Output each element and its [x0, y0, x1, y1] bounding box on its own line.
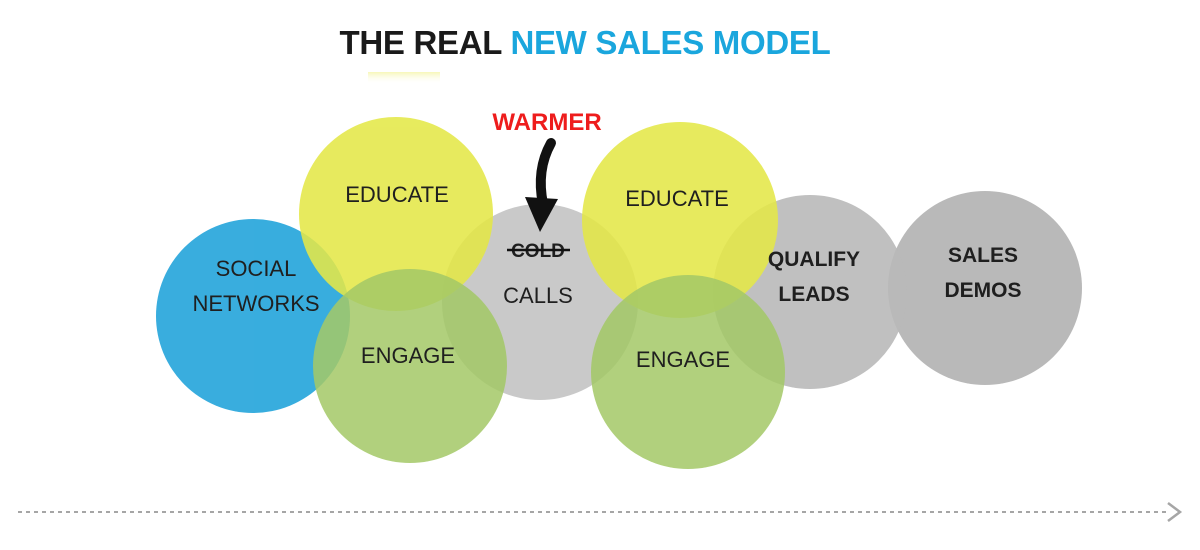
- label-educate-right: EDUCATE: [625, 186, 729, 211]
- circle-educate-left: [299, 117, 493, 311]
- circle-social-networks: [156, 219, 350, 413]
- label-leads: LEADS: [778, 283, 849, 306]
- label-cold-struck: COLD: [511, 241, 565, 262]
- label-engage-left: ENGAGE: [361, 343, 455, 368]
- title-highlight: [368, 72, 440, 84]
- page-title: THE REAL NEW SALES MODEL: [0, 24, 1170, 62]
- title-lead: THE REAL: [339, 24, 502, 61]
- label-engage-right: ENGAGE: [636, 347, 730, 372]
- down-arrow-icon: [525, 138, 558, 232]
- circle-engage-left: [313, 269, 507, 463]
- circle-sales-demos: [888, 191, 1082, 385]
- label-demos: DEMOS: [944, 279, 1021, 302]
- label-sales: SALES: [948, 244, 1018, 267]
- circle-educate-right: [582, 122, 778, 318]
- label-calls: CALLS: [503, 283, 573, 308]
- chevron-right-icon: [1167, 502, 1183, 522]
- label-qualify: QUALIFY: [768, 248, 860, 271]
- circle-engage-right: [591, 275, 785, 469]
- title-accent: NEW SALES MODEL: [510, 24, 831, 61]
- label-educate-left: EDUCATE: [345, 182, 449, 207]
- warmer-annotation: WARMER: [492, 109, 601, 136]
- label-social: SOCIAL: [216, 256, 297, 281]
- label-networks: NETWORKS: [192, 291, 319, 316]
